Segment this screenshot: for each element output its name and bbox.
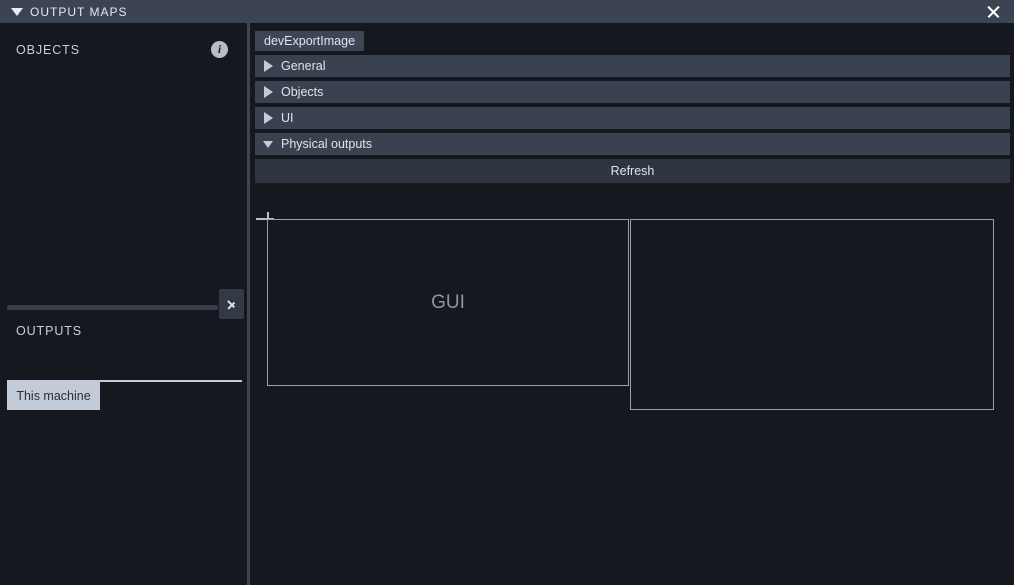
outputs-tab-this-machine[interactable]: This machine <box>7 381 100 410</box>
physical-outputs-canvas[interactable]: GUI <box>250 185 1014 585</box>
caret-right-icon <box>255 86 281 98</box>
accordion-label-objects: Objects <box>281 85 324 99</box>
crosshair-origin-icon <box>256 218 274 220</box>
panel-splitter[interactable] <box>247 23 250 585</box>
outputs-tab-label: This machine <box>16 388 91 403</box>
outputs-tabstrip-underline <box>7 380 242 382</box>
close-button[interactable] <box>976 0 1010 23</box>
caret-right-icon <box>255 112 281 124</box>
chevron-right-icon <box>227 297 236 311</box>
tab-devexportimage[interactable]: devExportImage <box>255 31 365 51</box>
outputs-section-title: OUTPUTS <box>16 324 83 338</box>
window-title: OUTPUT MAPS <box>30 4 128 19</box>
window-titlebar: OUTPUT MAPS <box>0 0 1014 23</box>
output-map-tabstrip: devExportImage <box>255 31 1010 51</box>
output-region-secondary[interactable] <box>630 219 994 410</box>
accordion-label-ui: UI <box>281 111 294 125</box>
objects-horizontal-scrollbar[interactable] <box>7 305 218 310</box>
expand-objects-button[interactable] <box>219 289 244 319</box>
refresh-button[interactable]: Refresh <box>255 159 1010 183</box>
output-region-label: GUI <box>431 291 465 313</box>
settings-accordion: General Objects UI Physical outputs <box>255 55 1010 183</box>
caret-down-icon <box>255 140 281 148</box>
left-panel: OBJECTS i OUTPUTS This machine <box>0 23 247 585</box>
caret-right-icon <box>255 60 281 72</box>
output-region-gui[interactable]: GUI <box>267 219 629 386</box>
tab-label: devExportImage <box>264 34 356 48</box>
accordion-row-objects[interactable]: Objects <box>255 81 1010 103</box>
accordion-label-physical-outputs: Physical outputs <box>281 137 373 151</box>
info-icon[interactable]: i <box>211 41 228 58</box>
accordion-row-physical-outputs[interactable]: Physical outputs <box>255 133 1010 155</box>
accordion-row-general[interactable]: General <box>255 55 1010 77</box>
window-collapse-toggle[interactable] <box>6 7 28 16</box>
objects-section-header: OBJECTS i <box>0 35 247 65</box>
objects-section-title: OBJECTS <box>16 43 80 57</box>
refresh-button-label: Refresh <box>610 164 655 178</box>
caret-down-icon <box>11 7 23 16</box>
close-icon <box>986 4 1001 19</box>
accordion-label-general: General <box>281 59 326 73</box>
accordion-row-ui[interactable]: UI <box>255 107 1010 129</box>
right-panel: devExportImage General Objects UI <box>250 23 1014 585</box>
